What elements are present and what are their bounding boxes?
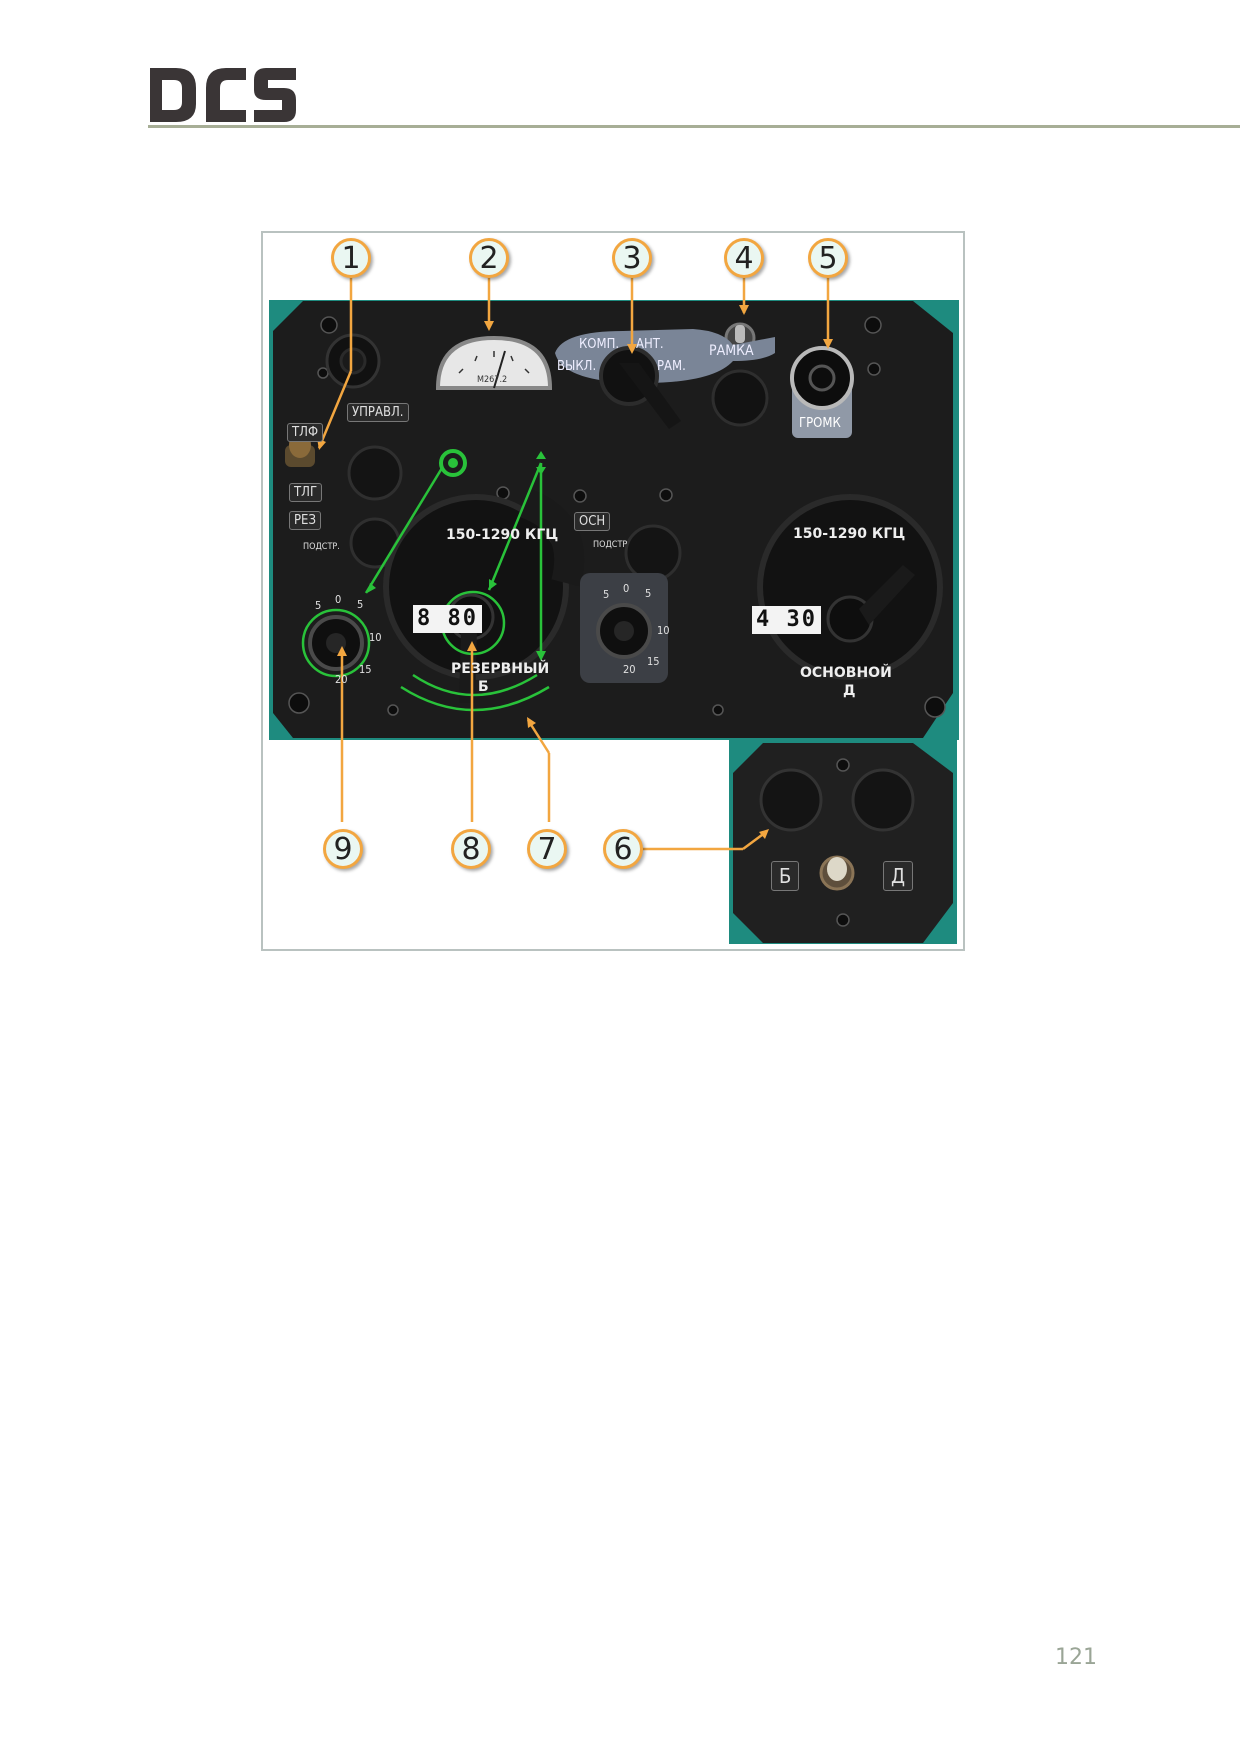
reserve-channel-name: РЕЗЕРВНЫЙ — [451, 661, 550, 677]
reserve-scale-10: 10 — [369, 631, 382, 644]
callout-9: 9 — [323, 829, 363, 869]
header-rule — [148, 125, 1240, 128]
callout-6: 6 — [603, 829, 643, 869]
osn-label: ОСН — [574, 512, 611, 531]
callout-8: 8 — [451, 829, 491, 869]
b-d-switch[interactable] — [827, 857, 847, 881]
main-channel-letter: Д — [843, 683, 856, 699]
reserve-scale-20: 20 — [335, 673, 348, 686]
main-scale-5-right: 5 — [645, 587, 652, 600]
reserve-scale-15: 15 — [359, 663, 372, 676]
rez-label: РЕЗ — [289, 511, 321, 530]
upravl-label: УПРАВЛ. — [347, 403, 409, 422]
reserve-podstr-label: ПОДСТР. — [303, 542, 340, 552]
ramka-toggle[interactable] — [735, 325, 745, 343]
figure-frame: 1 2 3 4 5 6 7 8 9 ТЛФ ТЛГ РЕЗ УПРАВЛ. М2… — [261, 231, 965, 951]
reserve-range-label: 150-1290 КГЦ — [446, 527, 559, 543]
switch-box-body — [733, 743, 953, 943]
reserve-scale-5-right: 5 — [357, 598, 364, 611]
reserve-channel-letter: Б — [478, 679, 489, 695]
main-scale-10: 10 — [657, 624, 670, 637]
ramka-label: РАМКА — [709, 343, 754, 359]
main-frequency-dial — [757, 494, 943, 680]
callout-2: 2 — [469, 238, 509, 278]
switch-d-label: Д — [883, 861, 914, 891]
ant-label: АНТ. — [636, 337, 664, 352]
ram-label: РАМ. — [657, 359, 686, 374]
komp-label: КОМП. — [579, 337, 620, 352]
main-scale-20: 20 — [623, 663, 636, 676]
main-scale-5-left: 5 — [603, 588, 610, 601]
main-range-label: 150-1290 КГЦ — [793, 526, 906, 542]
tlg-label: ТЛГ — [289, 483, 323, 502]
gromk-label: ГРОМК — [799, 416, 841, 431]
volume-knob[interactable] — [790, 346, 854, 410]
page-number: 121 — [1055, 1645, 1097, 1670]
reserve-scale-5-left: 5 — [315, 599, 322, 612]
main-frequency-counter: 4 30 — [752, 606, 821, 634]
switch-b-label: Б — [771, 861, 800, 891]
callout-7: 7 — [527, 829, 567, 869]
main-scale-15: 15 — [647, 655, 660, 668]
main-scale-0: 0 — [623, 582, 630, 595]
reserve-scale-0: 0 — [335, 593, 342, 606]
callout-5: 5 — [808, 238, 848, 278]
reserve-frequency-counter: 8 80 — [413, 605, 482, 633]
vykl-label: ВЫКЛ. — [557, 359, 597, 374]
callout-4: 4 — [724, 238, 764, 278]
tlf-label: ТЛФ — [287, 423, 324, 442]
meter-model-label: М267.2 — [477, 375, 508, 385]
mode-selector-knob[interactable] — [619, 363, 681, 429]
callout-1: 1 — [331, 238, 371, 278]
main-channel-name: ОСНОВНОЙ — [800, 665, 892, 681]
callout-3: 3 — [612, 238, 652, 278]
main-podstr-label: ПОДСТР — [593, 540, 628, 550]
signal-meter — [435, 335, 553, 390]
dcs-logo — [148, 66, 298, 130]
